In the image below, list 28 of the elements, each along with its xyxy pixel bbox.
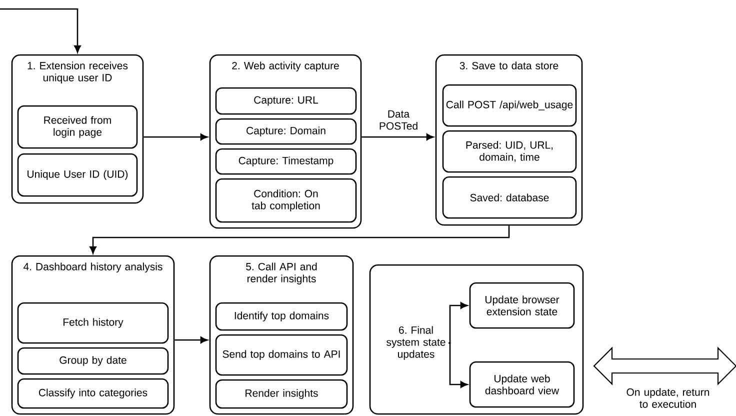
step-box: Send top domains to API (215, 334, 348, 376)
step-box: Parsed: UID, URL, domain, time (442, 130, 577, 173)
edge-label: Data POSTed (378, 109, 420, 131)
arrow (362, 134, 434, 140)
step-box: Saved: database (442, 176, 577, 219)
step-box: Identify top domains (215, 302, 348, 331)
arrow (0, 8, 81, 53)
step-box: Update browser extension state (469, 282, 575, 329)
step-box: Condition: On tab completion (215, 178, 357, 223)
arrow (90, 226, 510, 254)
step-box: Render insights (215, 379, 348, 409)
arrow (174, 336, 208, 344)
step-box: Capture: Timestamp (215, 148, 357, 175)
step-box: Group by date (17, 347, 169, 375)
arrow (448, 342, 468, 388)
arrow (448, 302, 468, 344)
arrow (144, 134, 208, 140)
step-box: Received from login page (17, 105, 138, 149)
arrow-label: On update, return to execution (626, 388, 710, 408)
step-box: Capture: URL (215, 87, 357, 115)
step-box: Call POST /api/web_usage (442, 84, 577, 127)
step-box: Classify into categories (17, 378, 169, 409)
step-box: Fetch history (17, 302, 169, 344)
step-box: Capture: Domain (215, 118, 357, 145)
group-box (369, 264, 584, 415)
step-box: Update web dashboard view (469, 361, 575, 408)
step-box: Unique User ID (UID) (17, 153, 138, 197)
step-text: 6. Final system state updates (384, 325, 448, 361)
